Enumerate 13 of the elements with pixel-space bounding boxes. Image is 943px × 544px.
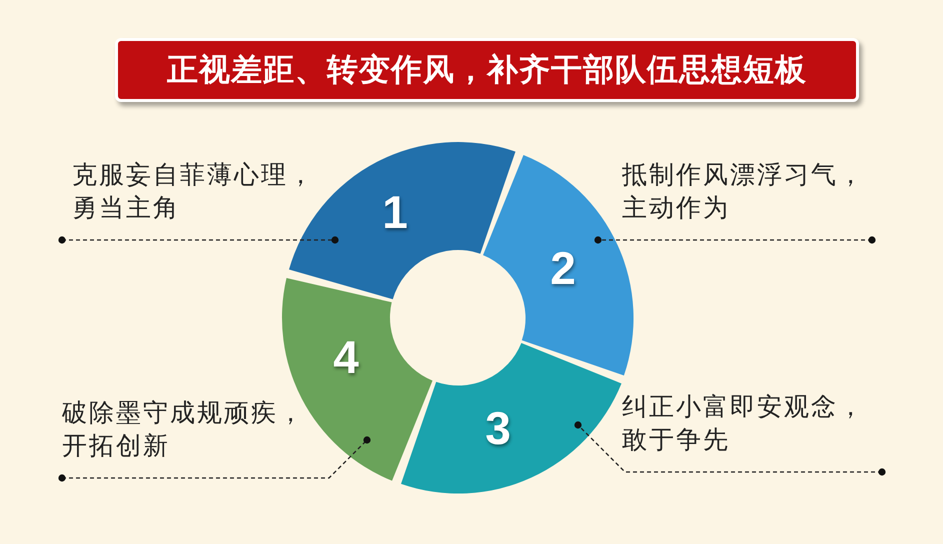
step-number: 3 xyxy=(485,404,511,451)
step-number: 4 xyxy=(333,334,359,380)
leader-line xyxy=(574,421,886,476)
description-text: 抵制作风漂浮习气，主动作为 xyxy=(598,158,872,236)
title-banner: 正视差距、转变作风，补齐干部队伍思想短板 xyxy=(115,38,859,102)
step-number: 1 xyxy=(382,188,408,235)
description-text: 纠正小富即安观念，敢于争先 xyxy=(622,390,882,468)
description-text: 破除墨守成规顽疾，开拓创新 xyxy=(62,396,325,474)
step-number: 2 xyxy=(550,244,576,291)
leader-line xyxy=(58,236,339,244)
leader-line xyxy=(58,436,371,482)
leader-line xyxy=(594,236,876,244)
description-text: 克服妄自菲薄心理，勇当主角 xyxy=(62,158,325,236)
